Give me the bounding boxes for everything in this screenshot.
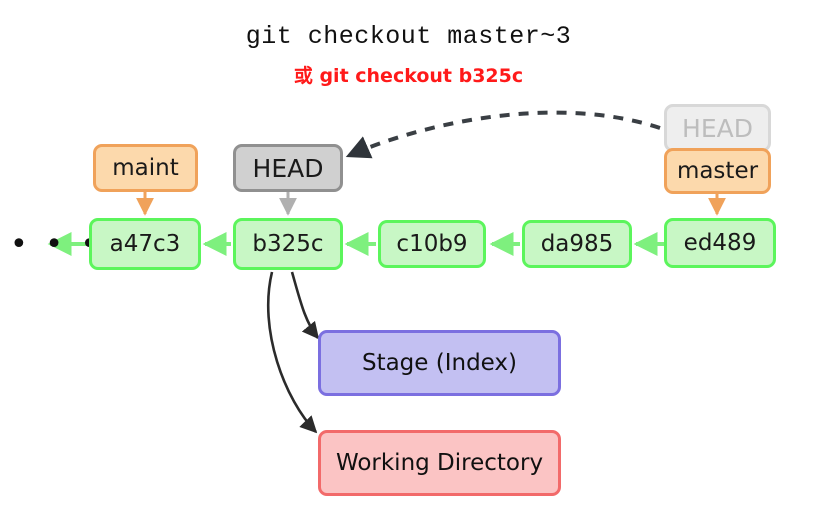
commit-c10b9[interactable]: c10b9	[378, 220, 486, 268]
page-title-command: git checkout master~3	[245, 22, 572, 51]
ref-master[interactable]: master	[664, 148, 771, 194]
edge-b325c-to-stage	[290, 271, 320, 340]
commit-da985[interactable]: da985	[522, 220, 632, 268]
edge-b325c-to-working-directory	[266, 271, 318, 434]
area-stage-index[interactable]: Stage (Index)	[318, 330, 561, 396]
commit-b325c[interactable]: b325c	[233, 218, 343, 270]
ref-head-current[interactable]: HEAD	[233, 144, 343, 192]
commit-ed489[interactable]: ed489	[664, 218, 776, 268]
page-subtitle-alt-command: 或 git checkout b325c	[293, 65, 524, 87]
ref-head-previous[interactable]: HEAD	[664, 104, 771, 152]
edge-head-moved-dashed	[345, 110, 661, 159]
area-working-directory[interactable]: Working Directory	[318, 430, 561, 496]
commit-a47c3[interactable]: a47c3	[89, 218, 201, 270]
ellipsis-more-commits: • • •	[10, 227, 103, 262]
ref-maint[interactable]: maint	[93, 144, 198, 192]
